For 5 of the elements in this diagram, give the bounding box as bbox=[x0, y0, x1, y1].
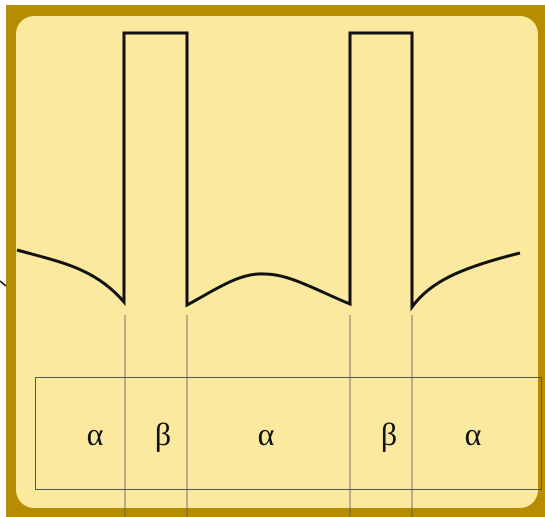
phase-label: α bbox=[464, 418, 482, 450]
phase-label: β bbox=[154, 418, 172, 450]
phase-label: α bbox=[86, 418, 104, 450]
phase-label: β bbox=[380, 418, 398, 450]
phase-label: α bbox=[258, 418, 274, 450]
